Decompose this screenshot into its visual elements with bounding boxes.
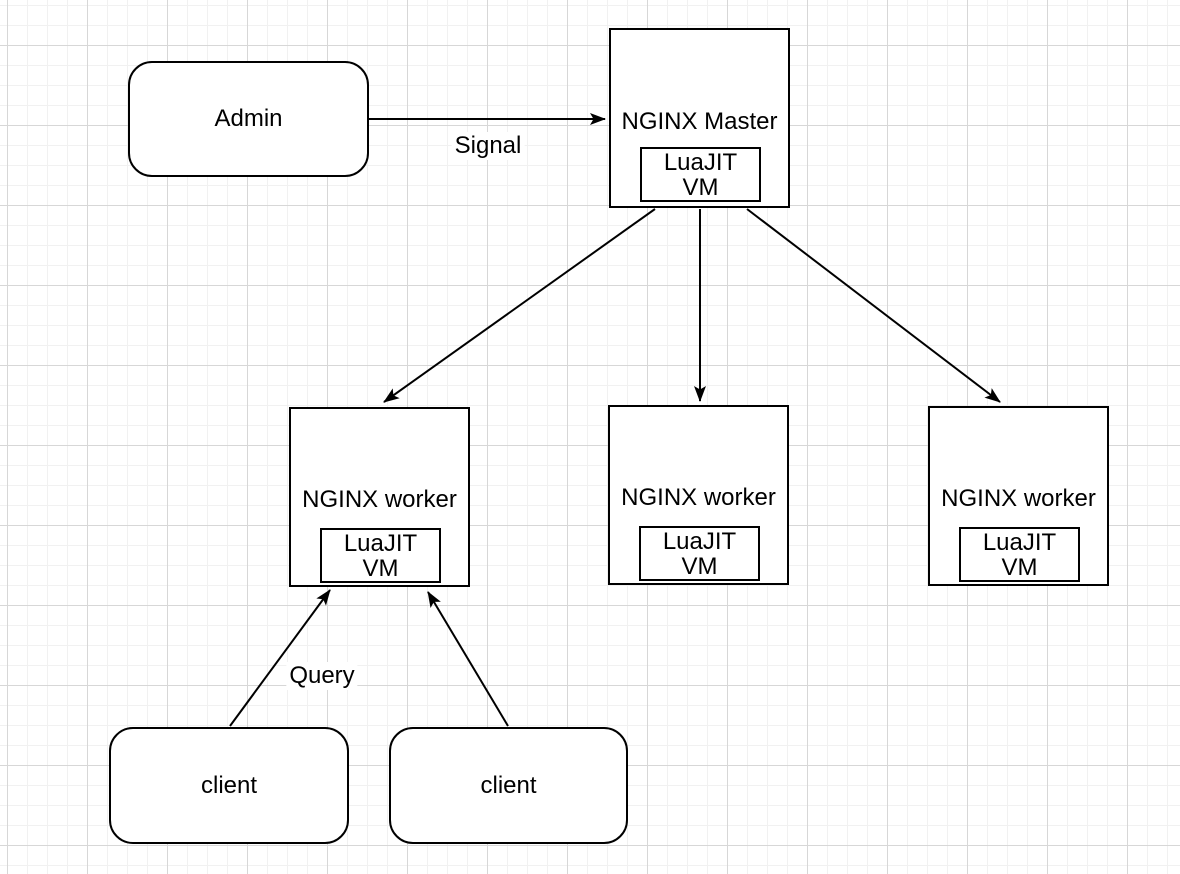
node-admin-label: Admin [214, 105, 283, 132]
node-nginx-worker-1-label: NGINX worker [302, 486, 457, 513]
node-admin[interactable]: Admin [128, 61, 369, 177]
node-nginx-worker-3-label: NGINX worker [941, 485, 1096, 512]
edge-client2-to-worker1[interactable] [427, 591, 509, 727]
node-worker-3-luajit-vm[interactable]: LuaJIT VM [959, 527, 1080, 582]
node-nginx-worker-2-label: NGINX worker [621, 484, 776, 511]
node-client-1[interactable]: client [109, 727, 349, 844]
node-client-2-label: client [480, 771, 537, 799]
edge-label-query[interactable]: Query [286, 662, 358, 690]
node-worker-2-luajit-vm[interactable]: LuaJIT VM [639, 526, 760, 581]
node-nginx-worker-2[interactable]: NGINX worker LuaJIT VM [608, 405, 789, 585]
luajit-vm-line2: VM [682, 174, 719, 201]
node-nginx-worker-1[interactable]: NGINX worker LuaJIT VM [289, 407, 470, 587]
luajit-vm-line2: VM [1001, 554, 1038, 581]
edge-master-to-worker3[interactable] [746, 208, 1001, 403]
luajit-vm-line1: LuaJIT [663, 149, 738, 176]
luajit-vm-line2: VM [681, 553, 718, 580]
edge-label-signal[interactable]: Signal [451, 132, 525, 160]
node-nginx-master-label: NGINX Master [621, 108, 778, 135]
luajit-vm-line1: LuaJIT [343, 530, 418, 557]
edge-client1-to-worker1[interactable] [229, 589, 331, 727]
luajit-vm-line1: LuaJIT [662, 528, 737, 555]
node-nginx-worker-3[interactable]: NGINX worker LuaJIT VM [928, 406, 1109, 586]
node-worker-1-luajit-vm[interactable]: LuaJIT VM [320, 528, 441, 583]
luajit-vm-line1: LuaJIT [982, 529, 1057, 556]
node-client-1-label: client [200, 771, 258, 799]
node-master-luajit-vm[interactable]: LuaJIT VM [640, 147, 761, 202]
node-nginx-master[interactable]: NGINX Master LuaJIT VM [609, 28, 790, 208]
edge-master-to-worker1[interactable] [383, 208, 656, 403]
luajit-vm-line2: VM [362, 555, 399, 582]
node-client-2[interactable]: client [389, 727, 628, 844]
